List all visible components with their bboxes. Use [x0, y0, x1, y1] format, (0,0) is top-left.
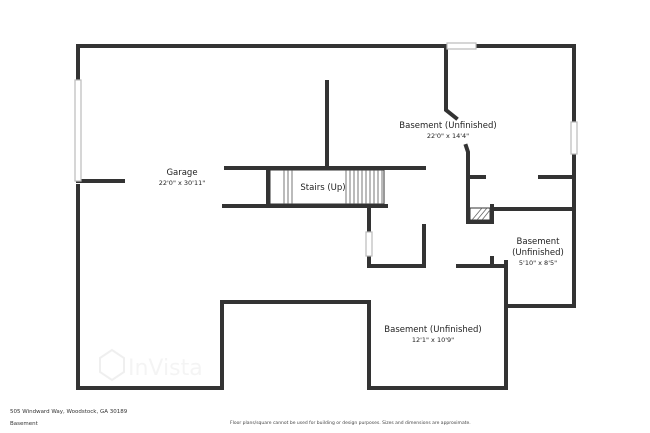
outer-wall-west-north [76, 44, 448, 82]
window-north [446, 42, 477, 50]
window-east [570, 121, 578, 155]
label-stairs: Stairs (Up) [300, 183, 345, 193]
footer-address: 505 Windward Way, Woodstock, GA 30189 [10, 409, 128, 415]
watermark-brand: InVista [128, 356, 203, 381]
outer-wall-south [367, 300, 508, 390]
window-west [74, 79, 82, 182]
label-basement-ne-dims: 22'0" x 14'4" [427, 132, 469, 140]
outer-wall-east-step [504, 304, 576, 390]
label-garage-dims: 22'0" x 30'11" [159, 179, 205, 187]
wall-ne-right [463, 143, 494, 224]
outer-wall-north-east [474, 44, 576, 124]
footer-level: Basement [10, 421, 38, 427]
stairs [269, 169, 385, 205]
label-basement-e-dims: 5'10" x 8'5" [519, 259, 557, 267]
windows [74, 42, 578, 257]
footer-disclaimer: Floor plans/square cannot be used for bu… [230, 421, 471, 426]
watermark-logo: InVista [99, 348, 203, 382]
label-basement-s-dims: 12'1" x 10'9" [412, 336, 454, 344]
walls [76, 44, 576, 390]
label-basement-e-line2: (Unfinished) [512, 248, 564, 258]
window-corridor [365, 231, 373, 257]
label-garage-name: Garage [166, 168, 197, 178]
wall-south-room-top [367, 254, 426, 268]
label-basement-ne-name: Basement (Unfinished) [399, 121, 496, 131]
wall-ne-left [444, 44, 459, 121]
label-basement-s-name: Basement (Unfinished) [384, 325, 481, 335]
utility-box [469, 207, 491, 221]
label-basement-e-line1: Basement [517, 237, 561, 247]
outer-wall-south-garage [76, 294, 371, 390]
stair-treads [283, 170, 383, 204]
